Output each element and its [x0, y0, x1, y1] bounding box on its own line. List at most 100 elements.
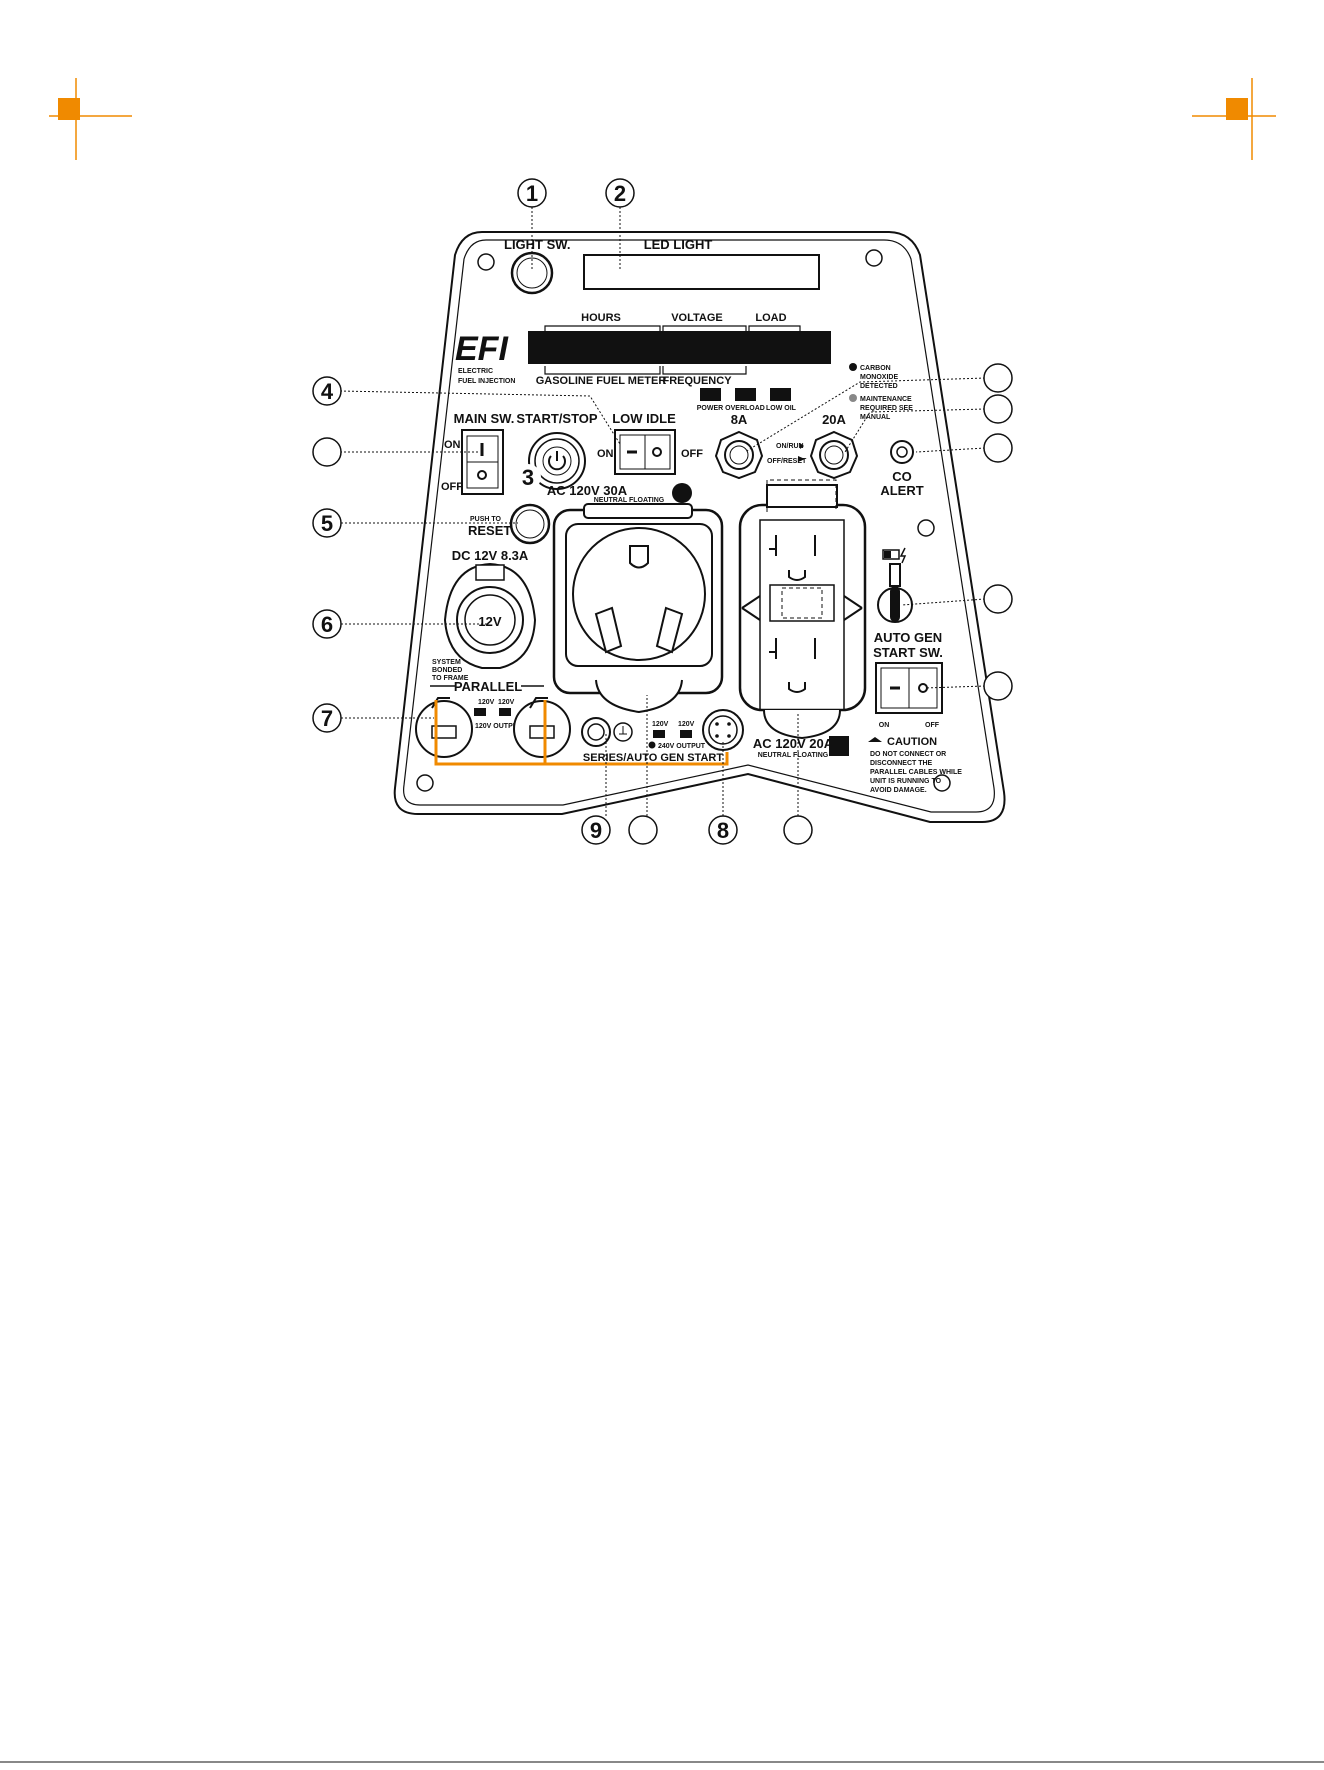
crop-mark-left — [49, 78, 132, 160]
caution-title: CAUTION — [887, 736, 937, 748]
co-detected-line-3: DETECTED — [860, 383, 898, 390]
breaker-20a[interactable] — [809, 430, 859, 480]
load-label: LOAD — [755, 312, 786, 324]
breaker-on-run: ON/RUN — [776, 443, 804, 450]
brand-line-2: FUEL INJECTION — [458, 378, 515, 385]
svg-text:5: 5 — [321, 511, 333, 536]
indicator-low-oil: LOW OIL — [766, 405, 797, 412]
efi-logo: EFI — [455, 330, 509, 368]
warning-icon — [868, 737, 882, 742]
ground-terminal[interactable] — [581, 717, 611, 747]
reset-label: RESET — [468, 523, 511, 538]
parallel-terminal-left[interactable] — [415, 697, 473, 758]
maintenance-line-1: MAINTENANCE — [860, 396, 912, 403]
low-idle-on: ON — [597, 448, 614, 460]
parallel-120v-left: 120V — [478, 699, 495, 706]
auto-gen-line-1: AUTO GEN — [874, 630, 942, 645]
svg-text:4: 4 — [321, 379, 334, 404]
ac-30a-label: AC 120V 30A — [547, 483, 628, 498]
svg-text:2: 2 — [614, 181, 626, 206]
panel-inner-outline — [402, 239, 995, 813]
display-brackets — [544, 325, 801, 375]
ac-20a-outlet-top[interactable] — [769, 535, 816, 581]
breaker-off-reset: OFF/RESET — [767, 458, 807, 465]
push-to-label: PUSH TO — [470, 516, 502, 523]
dc-socket[interactable] — [456, 586, 524, 654]
callout-blank-co — [983, 433, 1013, 463]
callout-3: 3 — [515, 464, 541, 490]
panel-outline — [393, 231, 1006, 823]
svg-text:3: 3 — [522, 465, 534, 490]
callout-blank-main-sw — [312, 437, 342, 467]
series-120v-left: 120V — [652, 721, 669, 728]
brand-line-1: ELECTRIC — [458, 368, 493, 375]
ground-symbol-icon — [672, 483, 692, 503]
auto-gen-off: OFF — [925, 722, 940, 729]
led-light-label: LED LIGHT — [644, 237, 713, 252]
callout-9: 9 — [581, 815, 611, 845]
maintenance-line-3: MANUAL — [860, 414, 891, 421]
callout-2: 2 — [605, 178, 635, 208]
breaker-20a-label: 20A — [822, 412, 846, 427]
lcd-display — [528, 331, 831, 364]
series-120v-right: 120V — [678, 721, 695, 728]
battery-icon — [882, 547, 907, 564]
auto-gen-on: ON — [879, 722, 890, 729]
main-sw-on: ON — [444, 439, 461, 451]
ac-20a-label: AC 120V 20A — [753, 736, 834, 751]
output-240-label: 240V OUTPUT — [658, 743, 706, 750]
caution-line-5: AVOID DAMAGE. — [870, 787, 927, 794]
callout-7: 7 — [312, 703, 342, 733]
caution-line-4: UNIT IS RUNNING TO — [870, 778, 942, 785]
svg-text:6: 6 — [321, 612, 333, 637]
ac-20a-outlet-bottom[interactable] — [769, 638, 816, 693]
callout-5: 5 — [312, 508, 342, 538]
callout-1: 1 — [517, 178, 547, 208]
maintenance-dot — [849, 394, 857, 402]
fuel-meter-label: GASOLINE FUEL METER — [536, 375, 667, 387]
power-icon — [548, 455, 566, 471]
svg-text:9: 9 — [590, 818, 602, 843]
parallel-120v-right: 120V — [498, 699, 515, 706]
crop-mark-right — [1192, 78, 1276, 160]
ac-30a-cover-latch — [595, 679, 683, 714]
co-alert-line-2: ALERT — [880, 483, 923, 498]
caution-line-2: DISCONNECT THE — [870, 760, 933, 767]
co-detected-dot — [849, 363, 857, 371]
output-240-dot — [648, 741, 656, 749]
callout-blank-ac20a — [783, 815, 813, 845]
callout-blank-auto-gen — [983, 671, 1013, 701]
outlet-20a-icon — [829, 736, 849, 756]
co-alert-sensor — [890, 440, 914, 464]
low-idle-label: LOW IDLE — [612, 411, 676, 426]
frequency-label: FREQUENCY — [662, 375, 732, 387]
co-alert-line-1: CO — [892, 469, 912, 484]
reset-button[interactable] — [509, 503, 551, 545]
callout-blank-ac30a — [628, 815, 658, 845]
breaker-8a[interactable] — [714, 430, 764, 480]
auto-gen-line-2: START SW. — [873, 645, 943, 660]
co-detected-line-1: CARBON — [860, 365, 891, 372]
low-idle-off: OFF — [681, 448, 703, 460]
series-auto-port[interactable] — [702, 709, 744, 751]
maintenance-line-2: REQUIRED SEE — [860, 405, 913, 412]
co-detected-line-2: MONOXIDE — [860, 374, 898, 381]
charge-toggle[interactable] — [877, 563, 913, 623]
system-bonded-line-3: TO FRAME — [432, 675, 469, 682]
callout-6: 6 — [312, 609, 342, 639]
svg-text:7: 7 — [321, 706, 333, 731]
parallel-wiring — [434, 700, 729, 766]
parallel-terminal-right[interactable] — [513, 697, 571, 758]
ac-20a-neutral: NEUTRAL FLOATING — [758, 752, 829, 759]
svg-text:1: 1 — [526, 181, 538, 206]
main-sw-off: OFF — [441, 481, 463, 493]
indicator-lights — [700, 388, 791, 401]
breaker-8a-label: 8A — [731, 412, 748, 427]
parallel-label: PARALLEL — [454, 679, 522, 694]
leader-lines — [339, 207, 986, 816]
ac-30a-neutral: NEUTRAL FLOATING — [594, 497, 665, 504]
screw-holes — [416, 249, 951, 792]
dc-label: DC 12V 8.3A — [452, 548, 529, 563]
callout-blank-20a — [983, 394, 1013, 424]
